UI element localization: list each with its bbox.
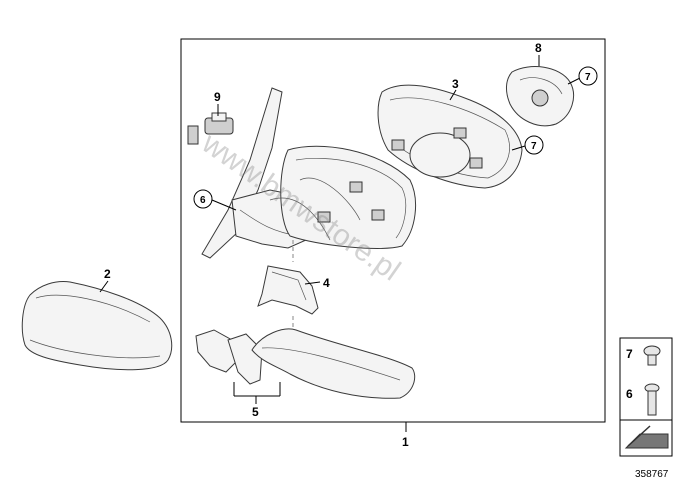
callout-8: 8 bbox=[535, 41, 542, 55]
leader-7b bbox=[511, 145, 526, 151]
callout-9: 9 bbox=[214, 90, 221, 104]
callout-1: 1 bbox=[402, 435, 409, 449]
doc-number: 358767 bbox=[635, 469, 669, 480]
leader-2 bbox=[99, 280, 109, 293]
part-9-connector bbox=[187, 112, 234, 145]
callout-6-circle bbox=[193, 189, 213, 209]
callout-7a: 7 bbox=[585, 72, 591, 83]
part-lower-trim bbox=[251, 328, 416, 399]
callout-7a-circle bbox=[578, 66, 598, 86]
callout-2: 2 bbox=[104, 267, 111, 281]
arrow-icon bbox=[624, 425, 669, 449]
callout-3: 3 bbox=[452, 77, 459, 91]
callout-4: 4 bbox=[323, 276, 330, 290]
part-5-brackets bbox=[195, 329, 263, 385]
leader-6 bbox=[211, 199, 237, 211]
legend-label-6: 6 bbox=[626, 387, 633, 401]
leader-3 bbox=[449, 89, 457, 101]
callout-6: 6 bbox=[200, 195, 206, 206]
leader-4 bbox=[304, 281, 321, 285]
callout-5: 5 bbox=[252, 405, 259, 419]
callout-7b: 7 bbox=[531, 141, 537, 152]
leader-7a bbox=[567, 77, 581, 85]
part-8-actuator bbox=[506, 66, 574, 127]
callout-7b-circle bbox=[524, 135, 544, 155]
part-4-bracket bbox=[257, 265, 319, 315]
part-3-mirror-glass bbox=[377, 84, 523, 189]
part-mirror-frame bbox=[269, 145, 416, 249]
part-2-mirror-cap bbox=[21, 281, 173, 371]
legend-label-7: 7 bbox=[626, 347, 633, 361]
screw-icon-long bbox=[644, 383, 660, 416]
screw-icon-short bbox=[643, 345, 661, 366]
assembly-frame bbox=[180, 38, 606, 423]
